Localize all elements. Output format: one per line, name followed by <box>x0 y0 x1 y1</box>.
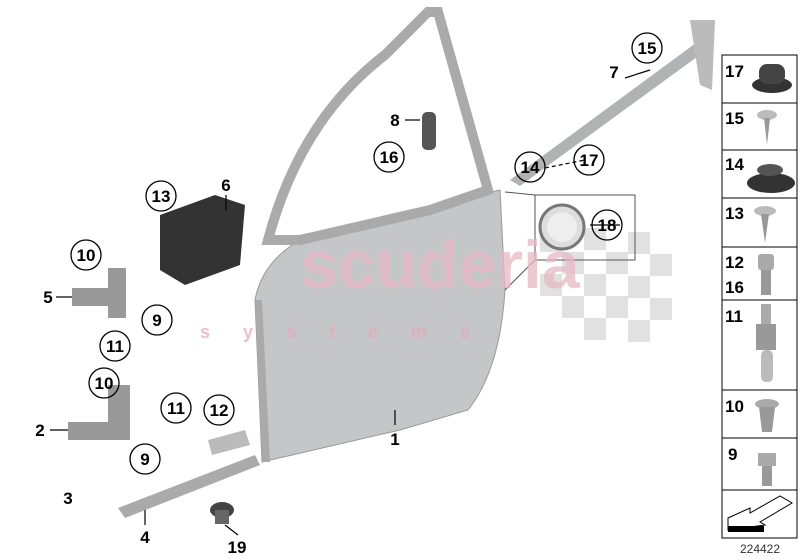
watermark-main: scuderia <box>300 227 581 303</box>
screw-icon <box>754 206 776 243</box>
panel-label-11: 11 <box>725 307 743 326</box>
callout-12: 12 <box>210 401 229 420</box>
bolt-icon <box>758 254 774 295</box>
grip <box>422 112 436 150</box>
callout-13: 13 <box>152 187 171 206</box>
lower-hinge <box>68 385 130 440</box>
callouts <box>70 32 663 475</box>
panel-label-13: 13 <box>725 204 744 223</box>
detail-box <box>504 191 636 291</box>
panel-label-10: 10 <box>725 397 744 416</box>
panel-label-9: 9 <box>728 445 737 464</box>
panel-label-15: 15 <box>725 109 744 128</box>
panel-label-14: 14 <box>725 155 744 174</box>
callout-1: 1 <box>390 430 399 449</box>
screw-icon <box>757 110 777 145</box>
direction-arrow-icon <box>727 495 793 532</box>
callout-10b: 10 <box>95 374 114 393</box>
callout-2: 2 <box>35 421 44 440</box>
hinge-pin-icon <box>756 304 776 382</box>
callout-15: 15 <box>638 39 657 58</box>
callout-4: 4 <box>140 528 150 547</box>
callout-3: 3 <box>63 489 72 508</box>
hex-bolt-icon <box>758 453 776 486</box>
frame-trim-strip <box>510 40 712 186</box>
callout-14: 14 <box>521 158 540 177</box>
grommet-icon <box>747 173 795 193</box>
callout-7: 7 <box>609 63 618 82</box>
trim-clip <box>208 430 250 455</box>
callout-16: 16 <box>380 148 399 167</box>
callout-11b: 11 <box>167 399 185 418</box>
callout-19: 19 <box>228 538 247 557</box>
parts-panel: 17 15 14 13 12 16 11 10 9 224422 <box>721 54 798 556</box>
door-shell <box>254 7 506 463</box>
upper-hinge <box>72 268 126 318</box>
frame-bracket <box>690 20 715 90</box>
panel-label-16: 16 <box>725 278 744 297</box>
diagram-id: 224422 <box>740 542 780 556</box>
callout-10a: 10 <box>77 246 96 265</box>
checkered-flag-watermark <box>540 228 672 342</box>
callout-11a: 11 <box>106 337 124 356</box>
panel-label-17: 17 <box>725 62 744 81</box>
callout-18: 18 <box>598 216 617 235</box>
sill-trim <box>118 455 260 518</box>
callout-5: 5 <box>43 288 52 307</box>
callout-9a: 9 <box>152 311 161 330</box>
callout-17: 17 <box>580 151 599 170</box>
callout-labels: 1 2 3 4 5 6 7 8 9 9 10 10 11 11 12 13 14… <box>35 39 656 557</box>
panel-label-12: 12 <box>725 253 744 272</box>
callout-9b: 9 <box>140 450 149 469</box>
callout-8: 8 <box>390 111 399 130</box>
countersunk-screw-icon <box>755 399 779 432</box>
callout-6: 6 <box>221 176 230 195</box>
grommet <box>210 502 234 524</box>
leader-lines <box>50 69 651 536</box>
sound-insulation <box>160 195 245 285</box>
watermark-sub: s y s t e m s <box>200 322 484 342</box>
